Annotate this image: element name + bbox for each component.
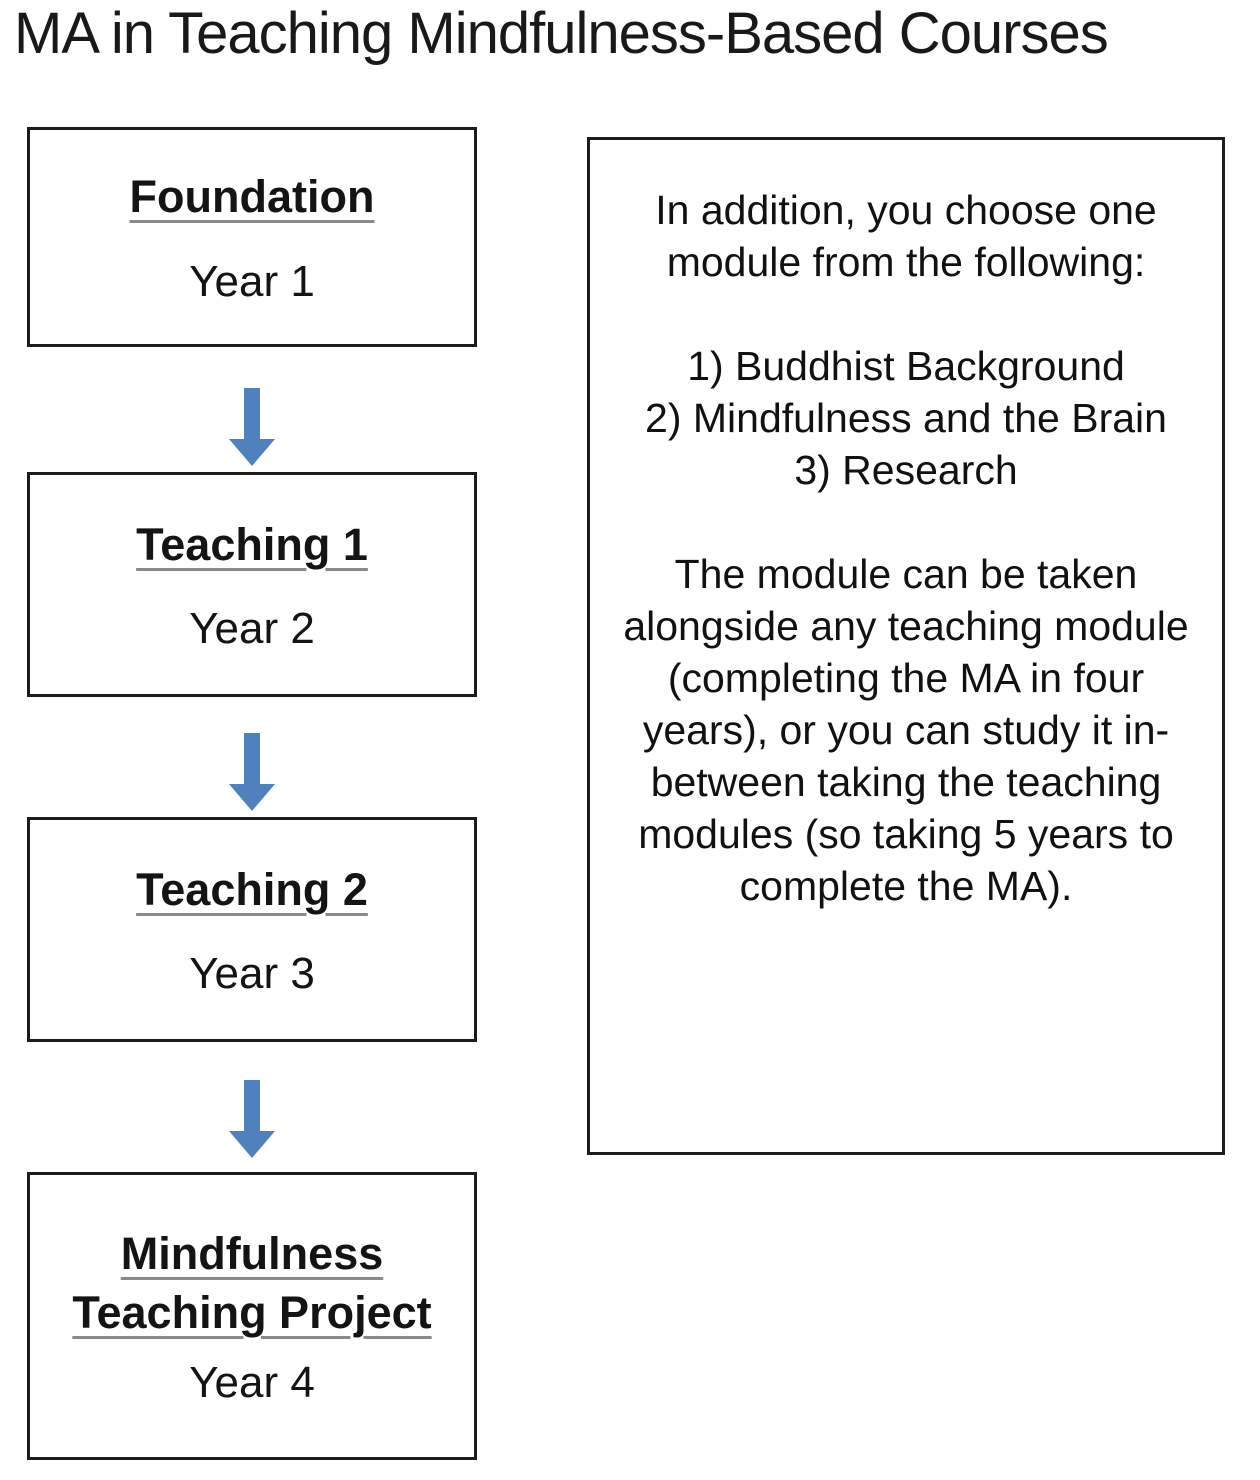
info-intro: In addition, you choose one module from … <box>655 187 1157 285</box>
page-title: MA in Teaching Mindfulness-Based Courses <box>14 1 1109 66</box>
arrow-head <box>229 784 275 811</box>
box-year: Year 3 <box>189 949 315 999</box>
module-options: 1) Buddhist Background 2) Mindfulness an… <box>618 340 1194 496</box>
box-year: Year 2 <box>189 604 315 654</box>
flow-box-teaching-2: Teaching 2 Year 3 <box>27 817 477 1042</box>
module-option: 1) Buddhist Background <box>687 343 1125 389</box>
arrow-stem <box>244 388 260 439</box>
arrow-stem <box>244 1080 260 1131</box>
down-arrow-icon <box>229 388 275 466</box>
info-note: The module can be taken alongside any te… <box>623 551 1189 909</box>
box-heading: Teaching 2 <box>136 863 368 915</box>
flow-box-teaching-1: Teaching 1 Year 2 <box>27 472 477 697</box>
info-panel: In addition, you choose one module from … <box>587 137 1225 1155</box>
box-heading: Teaching 1 <box>136 518 368 570</box>
module-option: 2) Mindfulness and the Brain <box>645 395 1167 441</box>
down-arrow-icon <box>229 733 275 811</box>
box-year: Year 1 <box>189 256 315 306</box>
module-option: 3) Research <box>794 447 1018 493</box>
flow-box-foundation: Foundation Year 1 <box>27 127 477 347</box>
arrow-stem <box>244 733 260 784</box>
arrow-head <box>229 439 275 466</box>
box-year: Year 4 <box>189 1358 315 1408</box>
box-heading: Foundation <box>129 171 375 223</box>
box-heading: Mindfulness Teaching Project <box>72 1227 432 1338</box>
arrow-head <box>229 1131 275 1158</box>
down-arrow-icon <box>229 1080 275 1158</box>
flow-box-mindfulness-teaching-project: Mindfulness Teaching Project Year 4 <box>27 1172 477 1460</box>
